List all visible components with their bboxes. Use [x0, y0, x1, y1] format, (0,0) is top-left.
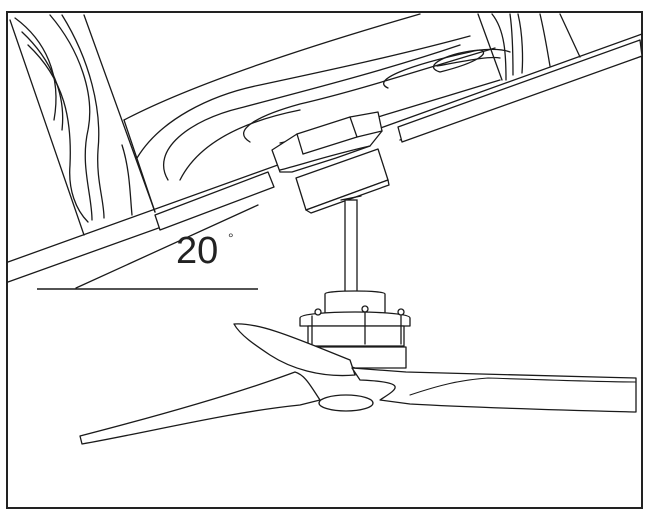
motor-housing — [299, 290, 411, 369]
sloped-ceiling — [7, 13, 643, 289]
degree-symbol: ° — [228, 230, 234, 246]
fan-blades — [79, 323, 637, 445]
light-kit — [318, 394, 374, 412]
diagram-frame — [6, 11, 643, 509]
canopy — [295, 148, 390, 214]
ceiling-mount — [271, 111, 383, 173]
angle-label: 20 — [176, 230, 219, 272]
downrod — [344, 199, 358, 294]
